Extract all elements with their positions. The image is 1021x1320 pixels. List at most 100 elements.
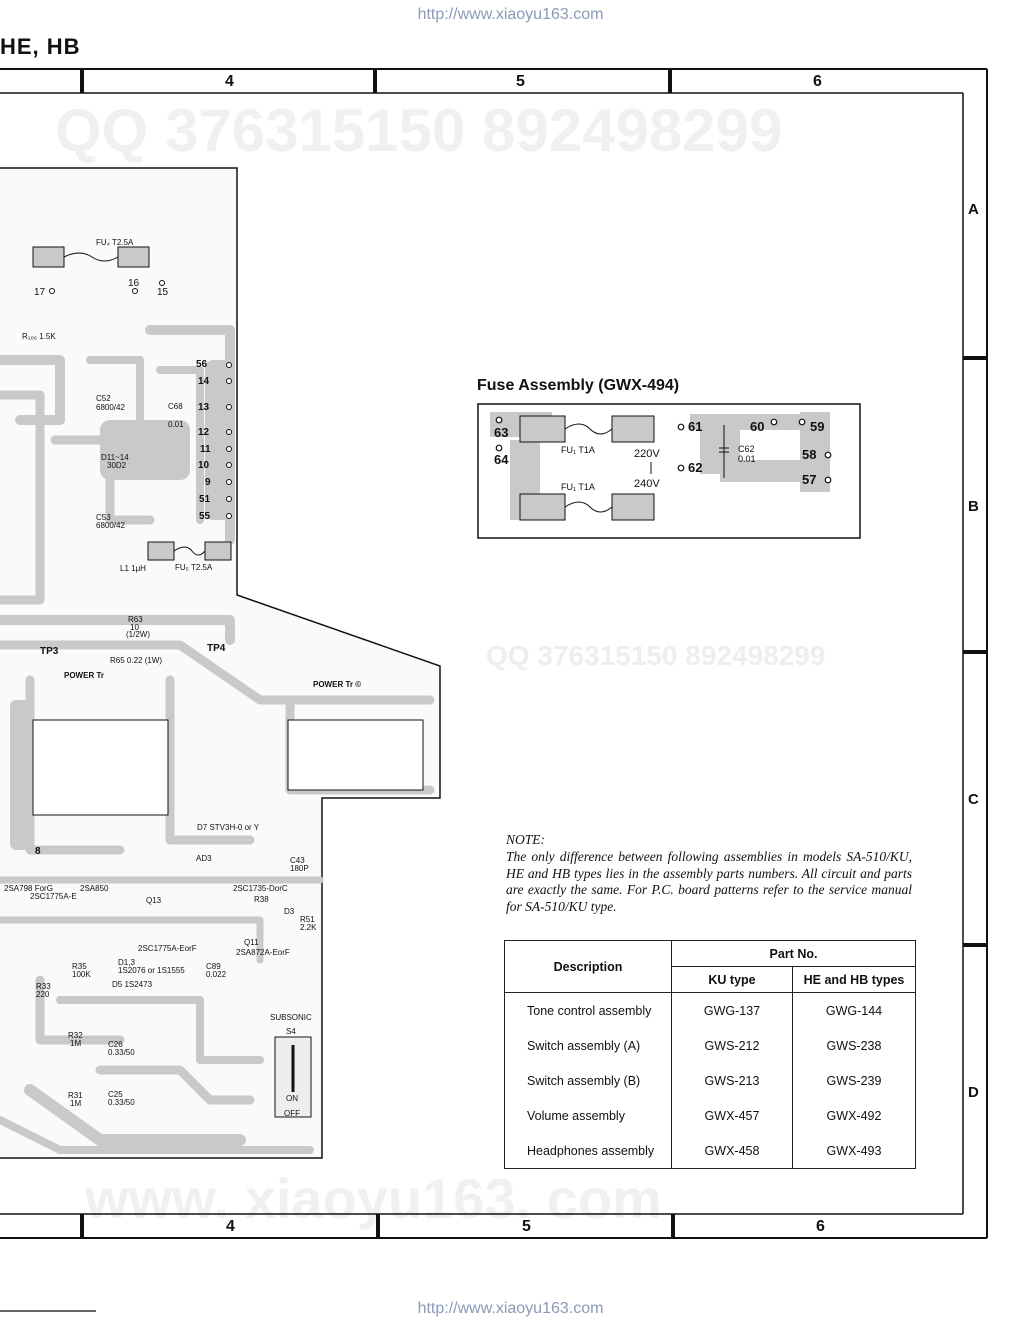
pcb-label-r31-value: 1M	[70, 1099, 82, 1108]
fuse-terminal-58: 58	[802, 447, 817, 462]
pcb-label-t55: 55	[199, 511, 211, 522]
pcb-label-c89: C89	[206, 962, 221, 971]
table-row: Headphones assembly GWX-458 GWX-493	[504, 1133, 916, 1169]
watermark-qq-middle: QQ 376315150 892498299	[486, 640, 826, 671]
pcb-label-power-tr-right: POWER Tr ©	[313, 680, 362, 689]
pcb-label-r65: R65 0.22 (1W)	[110, 656, 163, 665]
note-heading: NOTE:	[506, 832, 546, 847]
fuse-label-fu1-top: FU₁ T1A	[561, 445, 595, 455]
watermark-qq-top: QQ 376315150 892498299	[55, 97, 783, 164]
fuse-terminal-60: 60	[750, 419, 765, 434]
pcb-label-c43: C43	[290, 856, 305, 865]
pcb-label-fu4: FU₄ T2.5A	[96, 238, 134, 247]
pcb-label-t8: 8	[35, 846, 41, 857]
table-row: Switch assembly (A) GWS-212 GWS-238	[504, 1028, 916, 1063]
pcb-label-tp3: TP3	[40, 646, 59, 657]
power-tr-cutout-right	[287, 719, 424, 791]
pcb-label-r35: R35	[72, 962, 87, 971]
pcb-label-t12: 12	[198, 427, 210, 438]
cell-he-hb: GWS-238	[792, 1028, 916, 1063]
pcb-label-r31: R31	[68, 1091, 83, 1100]
pcb-label-power-tr-left: POWER Tr	[64, 671, 105, 680]
fuse-terminal-62: 62	[688, 460, 703, 475]
cell-ku: GWS-212	[671, 1028, 793, 1063]
model-header: HE, HB	[0, 34, 81, 59]
pcb-label-c26: C26	[108, 1040, 123, 1049]
header-ku-type: KU type	[671, 966, 793, 993]
pcb-label-r33-value: 220	[36, 990, 50, 999]
top-url-text: http://www.xiaoyu163.com	[417, 6, 604, 23]
fuse-label-240v: 240V	[634, 478, 660, 490]
pcb-label-t56: 56	[196, 359, 208, 370]
header-part-no: Part No.	[671, 940, 916, 967]
pcb-label-r32-value: 1M	[70, 1039, 82, 1048]
column-label-6-bottom: 6	[816, 1218, 825, 1235]
subsonic-switch	[274, 1036, 312, 1118]
pcb-label-t51: 51	[199, 494, 211, 505]
pcb-label-l1: L1 1μH	[120, 564, 146, 573]
fuse-label-220v: 220V	[634, 448, 660, 460]
pcb-label-2sc1775-e: 2SC1775A-E	[30, 892, 77, 901]
pcb-label-subsonic: SUBSONIC	[270, 1013, 312, 1022]
bottom-url-text: http://www.xiaoyu163.com	[417, 1300, 604, 1317]
pcb-label-t16: 16	[128, 278, 140, 289]
pcb-label-q11: Q11	[244, 938, 259, 947]
header-he-hb-types: HE and HB types	[792, 966, 916, 993]
fuse-label-c62-value: 0.01	[738, 454, 756, 464]
parts-table: Description Part No. KU type HE and HB t…	[504, 940, 916, 1169]
cell-description: Volume assembly	[504, 1098, 672, 1133]
fuse-assembly-title: Fuse Assembly (GWX-494)	[477, 377, 680, 394]
pcb-label-r35-value: 100K	[72, 970, 91, 979]
table-row: Switch assembly (B) GWS-213 GWS-239	[504, 1063, 916, 1098]
pcb-label-off: OFF	[284, 1109, 300, 1118]
pcb-label-c43-value: 180P	[290, 864, 309, 873]
fuse-fu4	[32, 246, 150, 268]
pcb-label-2sa798: 2SA798 ForG	[4, 884, 53, 893]
power-tr-cutout-left	[32, 719, 169, 816]
pcb-label-ad3: AD3	[196, 854, 212, 863]
pcb-label-s4: S4	[286, 1027, 296, 1036]
pcb-label-c68: C68	[168, 402, 183, 411]
cell-ku: GWS-213	[671, 1063, 793, 1098]
pcb-label-c25-value: 0.33/50	[108, 1098, 135, 1107]
fuse-terminal-63: 63	[494, 425, 509, 440]
pcb-label-t9: 9	[205, 477, 211, 488]
pcb-traces	[0, 325, 435, 1154]
pcb-label-t14: 14	[198, 376, 210, 387]
pcb-label-t13: 13	[198, 402, 210, 413]
note-body: The only difference between following as…	[506, 848, 912, 915]
column-label-6-top: 6	[813, 73, 822, 90]
pcb-label-2sc1775-ef: 2SC1775A-EorF	[138, 944, 197, 953]
cell-he-hb: GWG-144	[792, 992, 916, 1028]
pcb-label-d13-value: 1S2076 or 1S1555	[118, 966, 185, 975]
pcb-label-diode-part: 30D2	[107, 461, 127, 470]
pcb-label-t15: 15	[157, 287, 169, 298]
cell-he-hb: GWX-493	[792, 1133, 916, 1169]
cell-he-hb: GWX-492	[792, 1098, 916, 1133]
cell-description: Tone control assembly	[504, 992, 672, 1028]
pcb-board-outline	[0, 167, 441, 1159]
pcb-label-2sa872: 2SA872A-EorF	[236, 948, 290, 957]
cell-ku: GWX-457	[671, 1098, 793, 1133]
row-label-d: D	[968, 1084, 979, 1101]
column-label-4-bottom: 4	[226, 1218, 235, 1235]
cell-ku: GWX-458	[671, 1133, 793, 1169]
fuse-terminal-57: 57	[802, 472, 817, 487]
pcb-label-t11: 11	[200, 444, 211, 455]
pcb-label-c68-value: 0.01	[168, 420, 184, 429]
pcb-terminals	[49, 280, 232, 519]
fuse-label-fu1-bottom: FU₁ T1A	[561, 482, 595, 492]
pcb-label-c53: C53	[96, 513, 111, 522]
cell-description: Headphones assembly	[504, 1133, 672, 1169]
pcb-label-d13: D1,3	[118, 958, 135, 967]
note-block: NOTE: The only difference between follow…	[506, 832, 912, 916]
pcb-label-d7: D7 STV3H-0 or Y	[197, 823, 260, 832]
pcb-label-fu5: FU₅ T2.5A	[175, 563, 213, 572]
fuse-assembly-board	[477, 403, 861, 539]
pcb-label-2sa850: 2SA850	[80, 884, 109, 893]
pcb-label-r63: R63	[128, 615, 143, 624]
row-label-b: B	[968, 498, 979, 515]
pcb-label-r51-value: 2.2K	[300, 923, 317, 932]
pcb-label-r51: R51	[300, 915, 315, 924]
